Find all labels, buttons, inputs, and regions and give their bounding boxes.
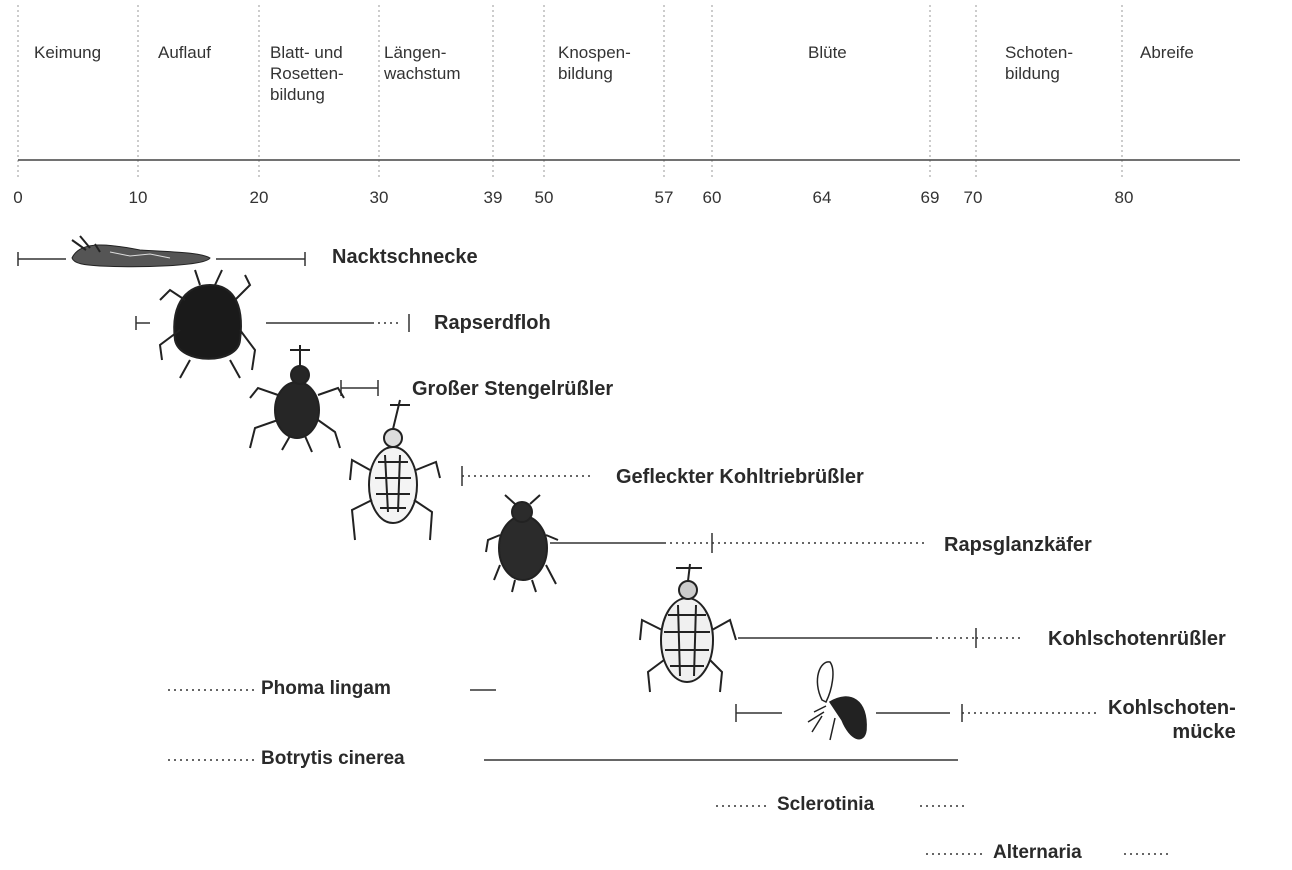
disease-lines bbox=[168, 690, 1170, 854]
stage-dividers bbox=[18, 5, 1122, 180]
pest-label-rapsglanzkaefer: Rapsglanzkäfer bbox=[944, 534, 1092, 557]
range-bar-schotenruessler bbox=[738, 628, 1022, 648]
range-bar-rapsglanzkaefer bbox=[550, 533, 928, 553]
pest-label-rapserdfloh: Rapserdfloh bbox=[434, 312, 551, 335]
pollen-beetle-icon bbox=[486, 495, 558, 592]
seed-weevil-icon bbox=[640, 564, 736, 692]
disease-label-sclerotinia: Sclerotinia bbox=[774, 794, 877, 816]
pod-midge-icon bbox=[808, 662, 866, 740]
pest-label-kohltriebruessler: Gefleckter Kohltriebrüßler bbox=[616, 466, 864, 489]
pest-label-nacktschnecke: Nacktschnecke bbox=[332, 246, 478, 269]
disease-label-phoma: Phoma lingam bbox=[258, 678, 394, 700]
disease-label-alternaria: Alternaria bbox=[990, 842, 1085, 864]
shoot-weevil-icon bbox=[350, 400, 440, 540]
range-bar-stengelruessler bbox=[341, 380, 378, 396]
pest-label-schotenmuecke: Kohlschoten- mücke bbox=[1108, 696, 1236, 744]
range-bar-schotenmuecke bbox=[736, 704, 1100, 722]
stem-weevil-icon bbox=[250, 345, 344, 452]
slug-icon bbox=[72, 236, 210, 267]
flea-beetle-icon bbox=[160, 270, 255, 378]
pest-label-schotenruessler: Kohlschotenrüßler bbox=[1048, 628, 1226, 651]
pest-label-stengelruessler: Großer Stengelrüßler bbox=[412, 378, 613, 401]
range-bar-kohltriebruessler bbox=[462, 466, 592, 486]
disease-label-botrytis: Botrytis cinerea bbox=[258, 748, 408, 770]
